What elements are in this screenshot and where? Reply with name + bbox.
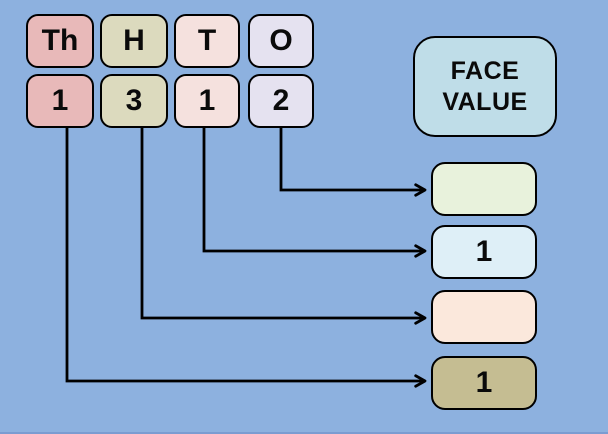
bottom-edge-line — [0, 432, 608, 434]
digit-ones: 2 — [248, 74, 314, 128]
answer-box-thousands[interactable]: 1 — [431, 356, 537, 410]
connector-ones-to-answer-1 — [279, 127, 427, 197]
answer-box-tens[interactable]: 1 — [431, 225, 537, 279]
header-hundreds: H — [100, 14, 168, 68]
header-thousands: Th — [26, 14, 94, 68]
header-ones: O — [248, 14, 314, 68]
digit-tens: 1 — [174, 74, 240, 128]
connector-thousands-to-answer-4 — [65, 127, 427, 388]
face-value-title-box: FACE VALUE — [413, 36, 557, 137]
connector-tens-to-answer-2 — [202, 127, 427, 258]
digit-thousands: 1 — [26, 74, 94, 128]
face-value-line1: FACE — [450, 56, 520, 85]
face-value-line2: VALUE — [442, 87, 528, 116]
header-tens: T — [174, 14, 240, 68]
answer-box-ones[interactable] — [431, 162, 537, 216]
digit-hundreds: 3 — [100, 74, 168, 128]
answer-box-hundreds[interactable] — [431, 290, 537, 344]
connector-hundreds-to-answer-3 — [140, 127, 427, 325]
